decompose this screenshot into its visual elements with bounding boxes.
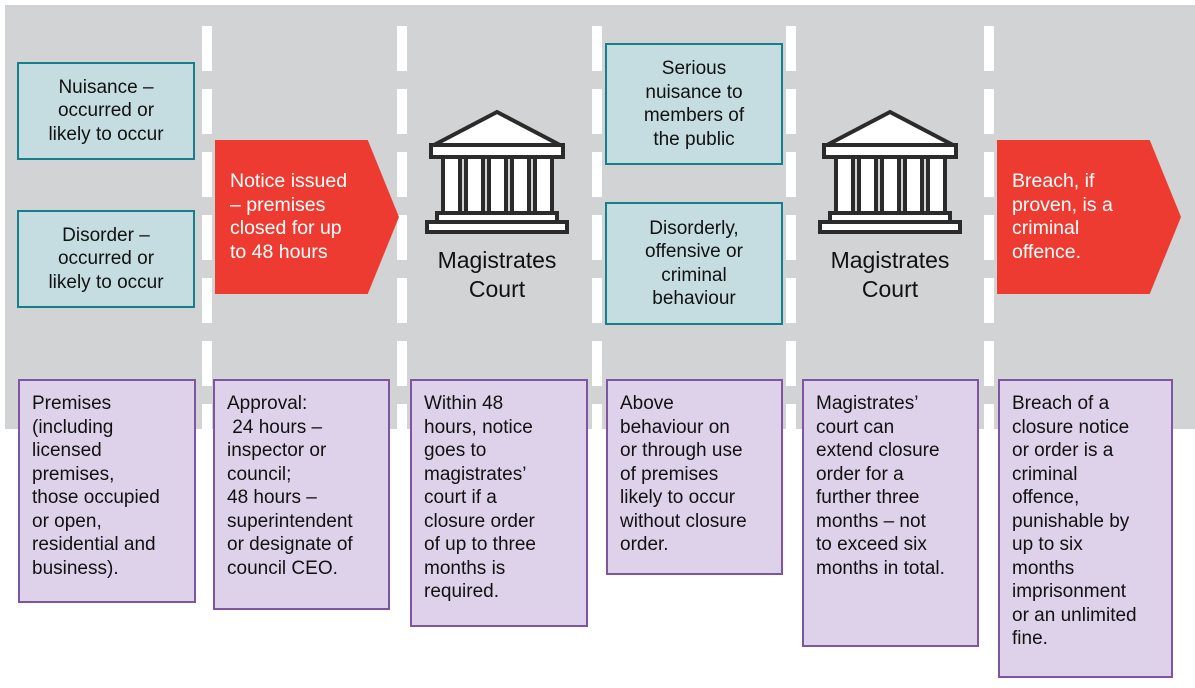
column-divider-4 (786, 26, 796, 429)
note-approval: Approval: 24 hours – inspector or counci… (213, 379, 390, 610)
breach-offence-arrow-text: Breach, if proven, is a criminal offence… (1012, 170, 1113, 263)
condition-box-disorderly-text: Disorderly, offensive or criminal behavi… (645, 217, 743, 310)
notice-issued-arrow-text: Notice issued – premises closed for up t… (230, 170, 348, 263)
note-extension: Magistrates’ court can extend closure or… (802, 379, 979, 647)
note-above-behaviour: Above behaviour on or through use of pre… (606, 379, 783, 575)
condition-box-disorder: Disorder – occurred or likely to occur (17, 210, 195, 308)
column-divider-3 (592, 26, 602, 429)
note-within-48-hours: Within 48 hours, notice goes to magistra… (410, 379, 588, 627)
column-divider-2 (397, 26, 407, 429)
condition-box-serious-nuisance-text: Serious nuisance to members of the publi… (643, 58, 745, 150)
notice-issued-arrow: Notice issued – premises closed for up t… (215, 140, 399, 294)
column-divider-5 (984, 26, 994, 429)
magistrates-court-label: Magistrates Court (830, 247, 950, 302)
condition-box-disorderly: Disorderly, offensive or criminal behavi… (605, 202, 783, 325)
courthouse-icon (425, 109, 569, 234)
courthouse-icon (818, 109, 962, 234)
condition-box-disorder-text: Disorder – occurred or likely to occur (48, 224, 164, 293)
magistrates-court-label: Magistrates Court (437, 247, 557, 302)
condition-box-nuisance: Nuisance – occurred or likely to occur (17, 62, 195, 160)
condition-box-serious-nuisance: Serious nuisance to members of the publi… (605, 43, 783, 165)
condition-box-nuisance-text: Nuisance – occurred or likely to occur (48, 76, 164, 145)
note-premises: Premises (including licensed premises, t… (18, 379, 196, 603)
note-breach-penalty: Breach of a closure notice or order is a… (998, 379, 1173, 678)
breach-offence-arrow: Breach, if proven, is a criminal offence… (997, 140, 1181, 294)
column-divider-1 (202, 26, 212, 429)
